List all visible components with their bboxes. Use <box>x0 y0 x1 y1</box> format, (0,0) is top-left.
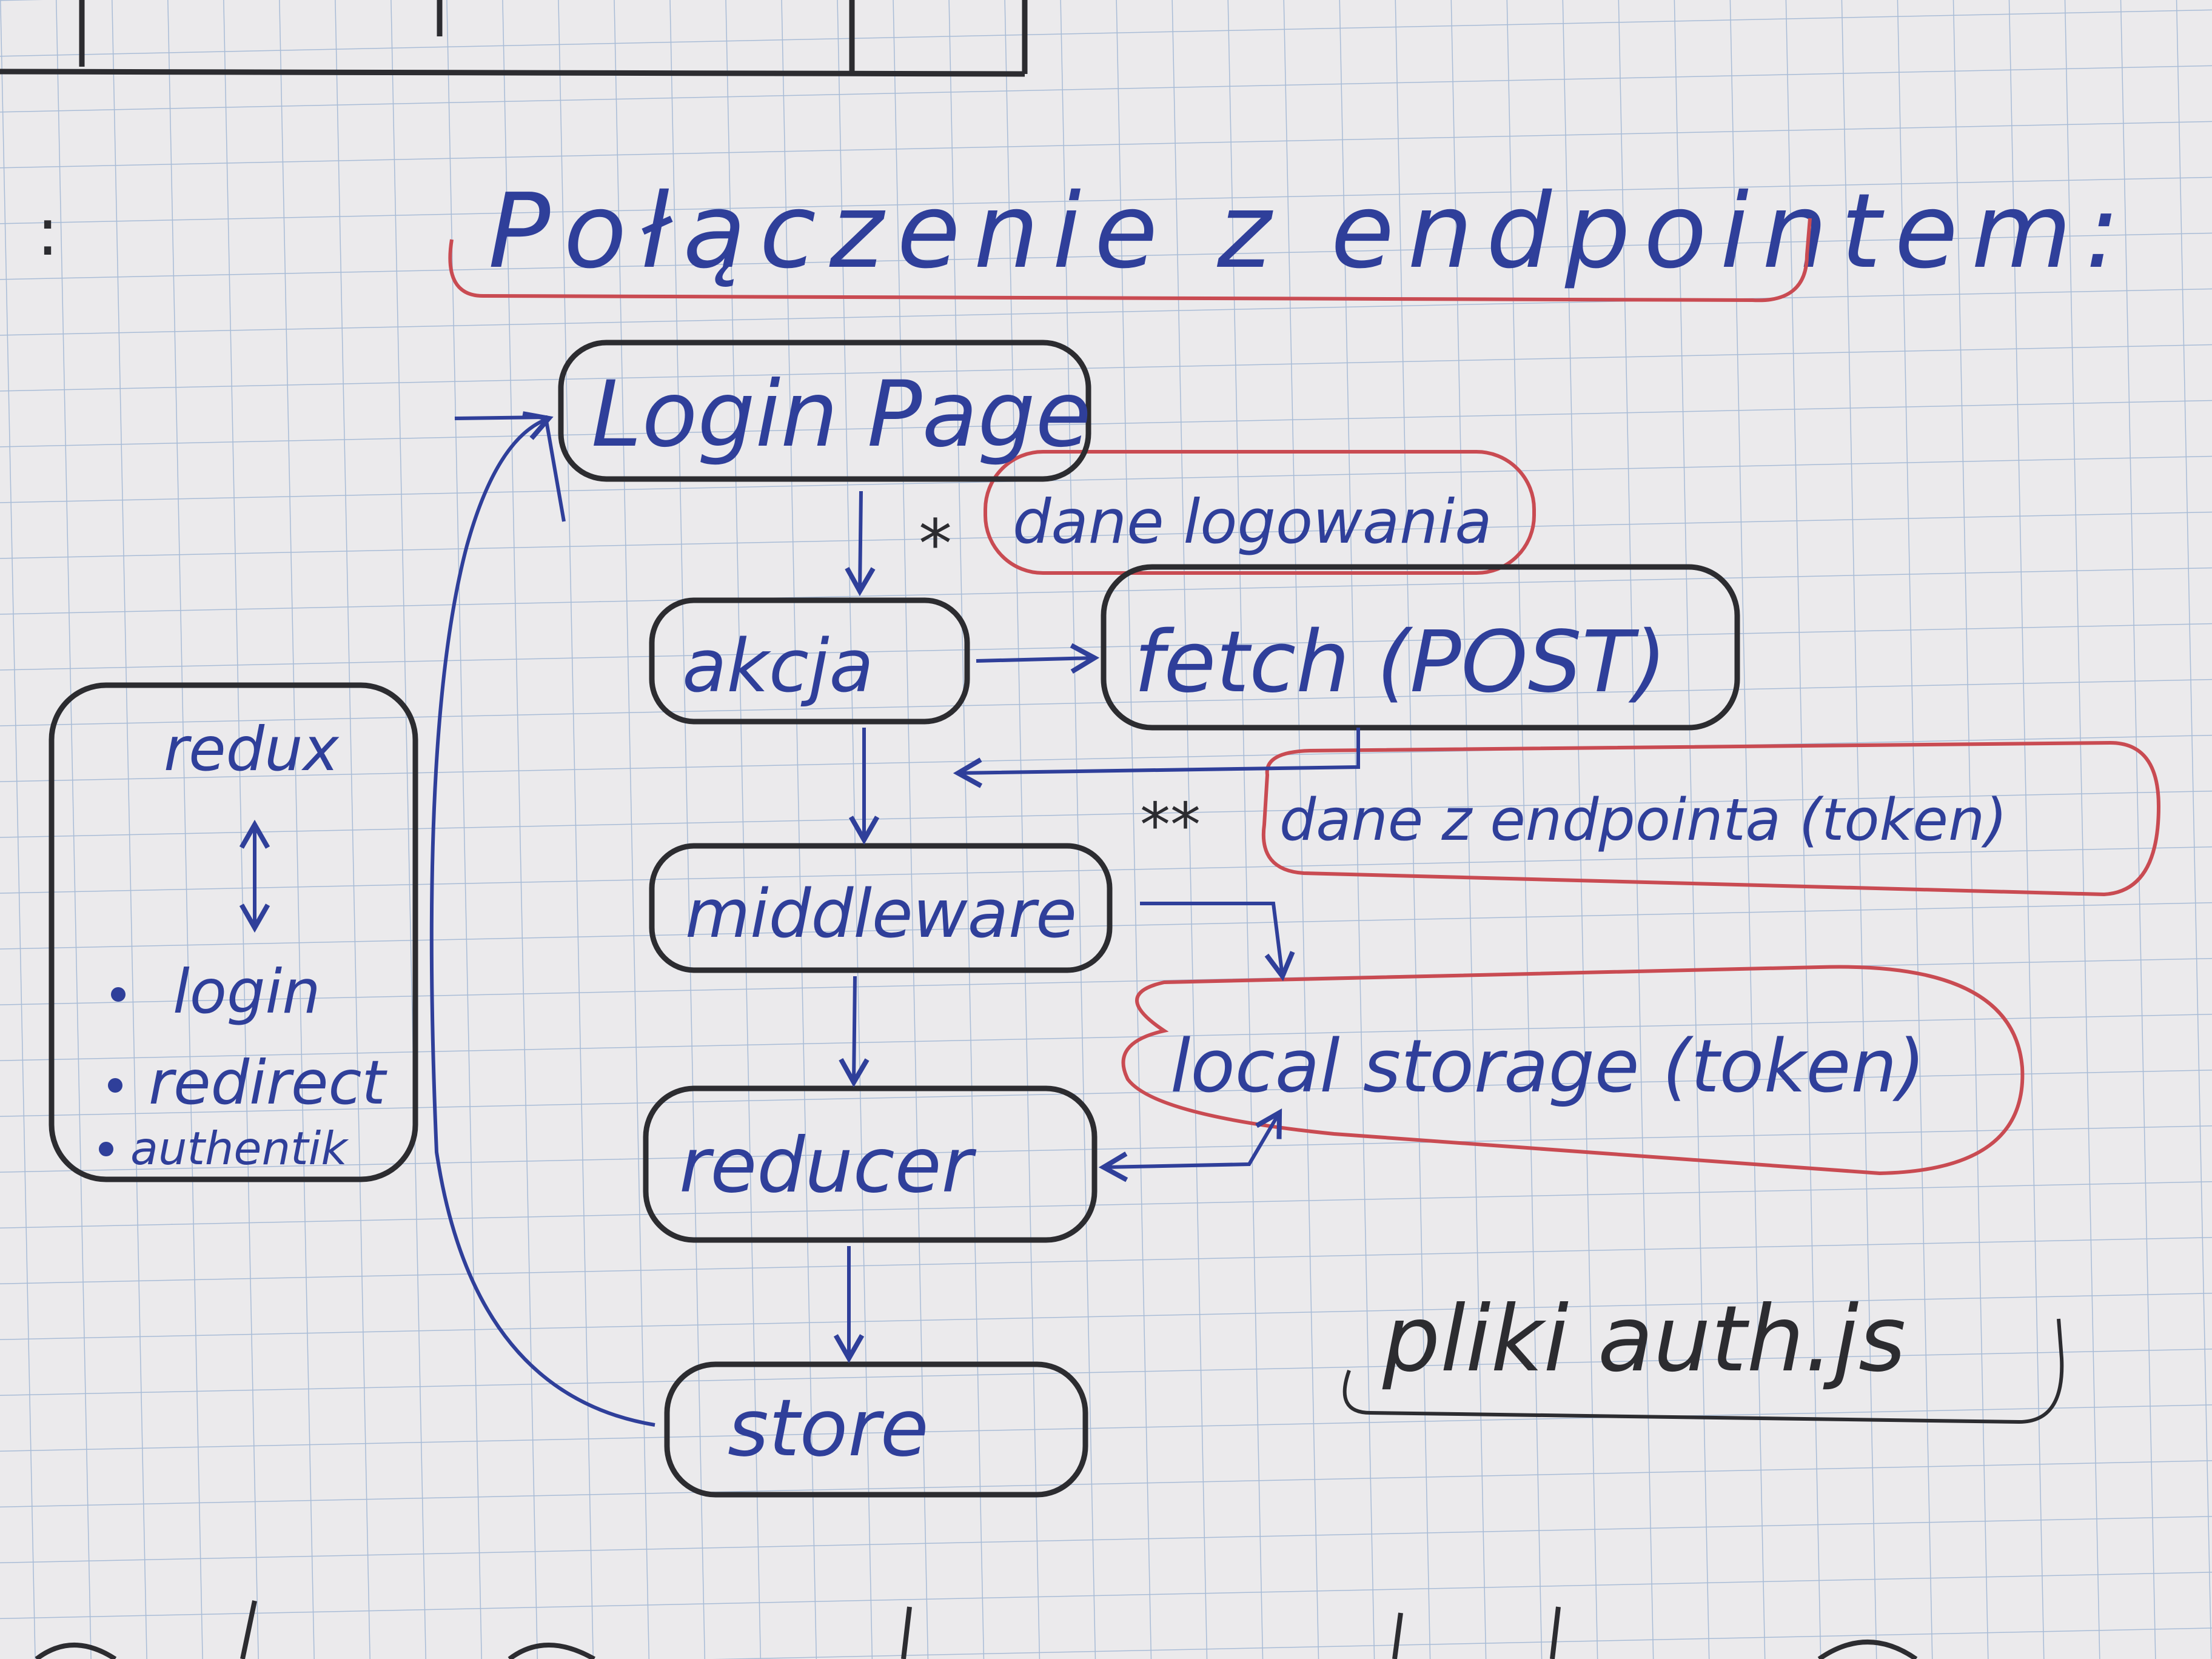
fetch-label: fetch (POST) <box>1134 613 1667 712</box>
local-storage-callout <box>1121 965 2025 1176</box>
arrow-fetch-response-back <box>953 728 1360 788</box>
login-data-note: dane logowania <box>1013 486 1492 557</box>
login-data-marker: * <box>919 505 952 583</box>
arrow-middleware-to-local-storage <box>1140 902 1295 982</box>
bullet-icon <box>99 1142 113 1156</box>
arrow-store-to-login-page <box>429 411 655 1427</box>
redux-item-authentik: authentik <box>130 1122 349 1175</box>
endpoint-data-callout <box>1261 740 2161 897</box>
diagram-title: Połączenie z endpointem: <box>488 172 2133 292</box>
redux-item-redirect: redirect <box>149 1047 388 1118</box>
middleware-box <box>649 843 1113 973</box>
title-underline-bracket <box>448 218 1812 303</box>
reducer-label: reducer <box>679 1122 976 1210</box>
bottom-cutoff-handwriting <box>35 1600 1918 1659</box>
login-data-callout <box>984 450 1536 575</box>
arrow-akcja-to-fetch <box>976 643 1100 674</box>
bullet-icon <box>108 1078 122 1093</box>
endpoint-data-marker: ** <box>1140 789 1201 860</box>
endpoint-data-note: dane z endpointa (token) <box>1279 787 2007 854</box>
redux-panel-box <box>49 682 418 1182</box>
fetch-box <box>1101 564 1740 731</box>
login-page-box <box>558 340 1091 482</box>
bullet-icon <box>111 987 126 1002</box>
files-underline-bracket <box>1342 1318 2064 1424</box>
arrow-reducer-local-storage-bidirectional <box>1098 1108 1282 1182</box>
middleware-label: middleware <box>685 875 1077 953</box>
store-box <box>664 1361 1088 1498</box>
akcja-box <box>649 597 970 725</box>
reducer-box <box>643 1085 1098 1243</box>
top-table-remnant <box>0 0 1028 77</box>
login-page-entry-mark <box>454 415 566 522</box>
arrow-middleware-to-reducer <box>839 976 870 1088</box>
login-page-label: Login Page <box>591 362 1091 468</box>
redux-panel-list: login redirect authentik <box>99 956 388 1175</box>
store-label: store <box>728 1382 929 1474</box>
local-storage-label: local storage (token) <box>1170 1025 1925 1109</box>
left-edge-mark: : <box>36 193 59 270</box>
redux-panel-title: redux <box>164 714 340 785</box>
redux-item-login: login <box>173 956 321 1027</box>
arrow-login-to-akcja <box>845 491 876 597</box>
akcja-label: akcja <box>682 625 874 709</box>
files-note: pliki auth.js <box>1382 1287 1906 1392</box>
